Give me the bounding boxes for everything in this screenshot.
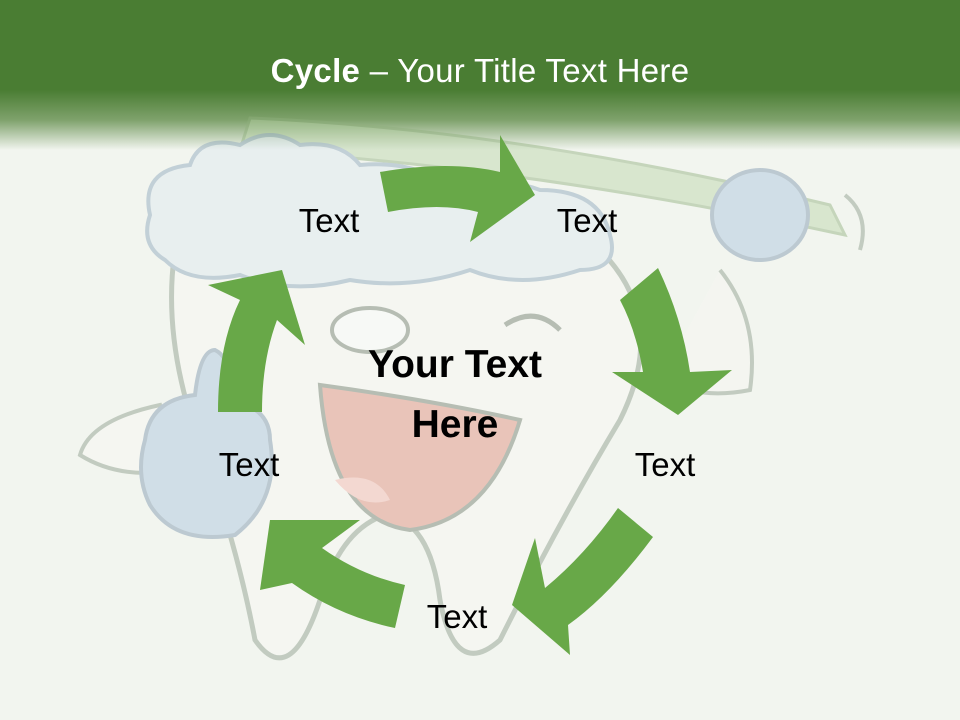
slide-title: Cycle – Your Title Text Here (0, 52, 960, 90)
center-line-2: Here (411, 403, 499, 446)
arrow-bottom-right (512, 508, 653, 655)
cycle-label-right: Text (634, 446, 696, 483)
title-bold: Cycle (270, 52, 361, 89)
arrow-bottom-left (260, 520, 405, 628)
title-rest: – Your Title Text Here (360, 52, 690, 89)
cycle-label-top-right: Text (556, 202, 618, 239)
arrow-left (208, 270, 305, 412)
cycle-label-top: Text (298, 202, 360, 239)
center-line-1: Your Text (367, 343, 543, 386)
arrow-top (380, 135, 535, 242)
cycle-label-left: Text (218, 446, 280, 483)
cycle-label-bottom: Text (426, 598, 488, 635)
center-text: Your Text Here (325, 335, 585, 455)
title-banner (0, 0, 960, 150)
arrow-right (612, 268, 732, 415)
